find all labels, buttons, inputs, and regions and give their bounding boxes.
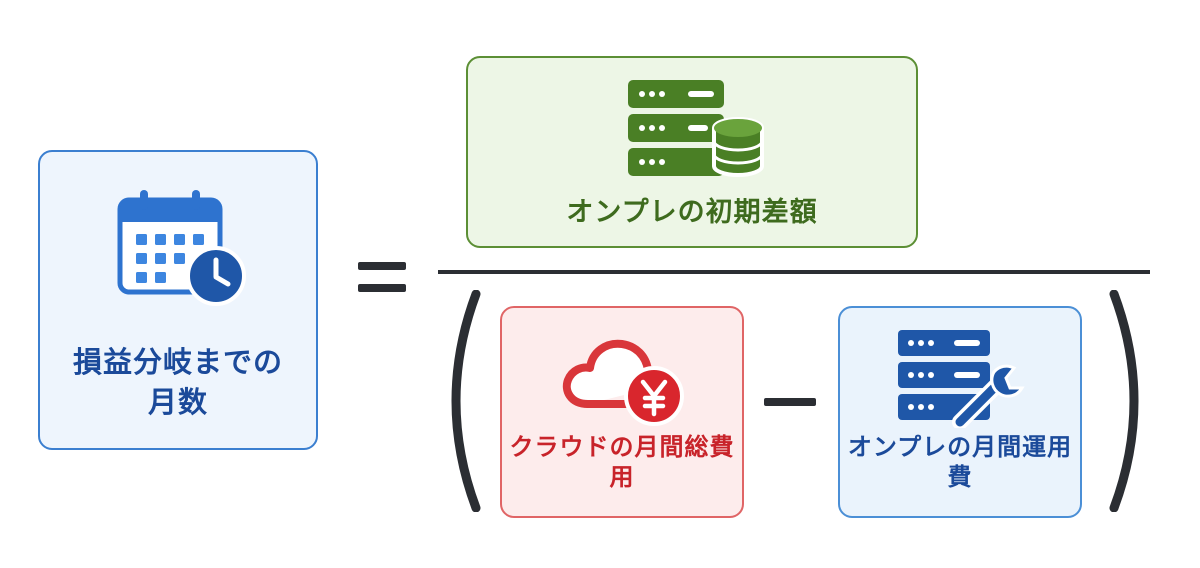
cloud-monthly-total-box: クラウドの月間総費用 <box>500 306 744 518</box>
months-to-breakeven-box: 損益分岐までの月数 <box>38 150 318 450</box>
onprem-initial-difference-label: オンプレの初期差額 <box>566 197 818 228</box>
onprem-monthly-operating-label: オンプレの月間運用費 <box>847 433 1073 491</box>
left-parenthesis <box>451 290 481 512</box>
minus-sign <box>764 398 816 406</box>
fraction-bar <box>438 270 1150 274</box>
right-parenthesis <box>1109 290 1139 512</box>
cloud-monthly-total-label: クラウドの月間総費用 <box>509 433 735 491</box>
server-wrench-icon <box>898 330 1025 428</box>
months-to-breakeven-label: 損益分岐までの月数 <box>72 345 283 419</box>
server-database-icon <box>628 80 764 177</box>
equals-sign <box>358 262 406 292</box>
calendar-clock-icon <box>117 190 246 306</box>
onprem-monthly-operating-box: オンプレの月間運用費 <box>838 306 1082 518</box>
onprem-initial-difference-box: オンプレの初期差額 <box>466 56 918 248</box>
cloud-yen-icon <box>562 339 684 426</box>
